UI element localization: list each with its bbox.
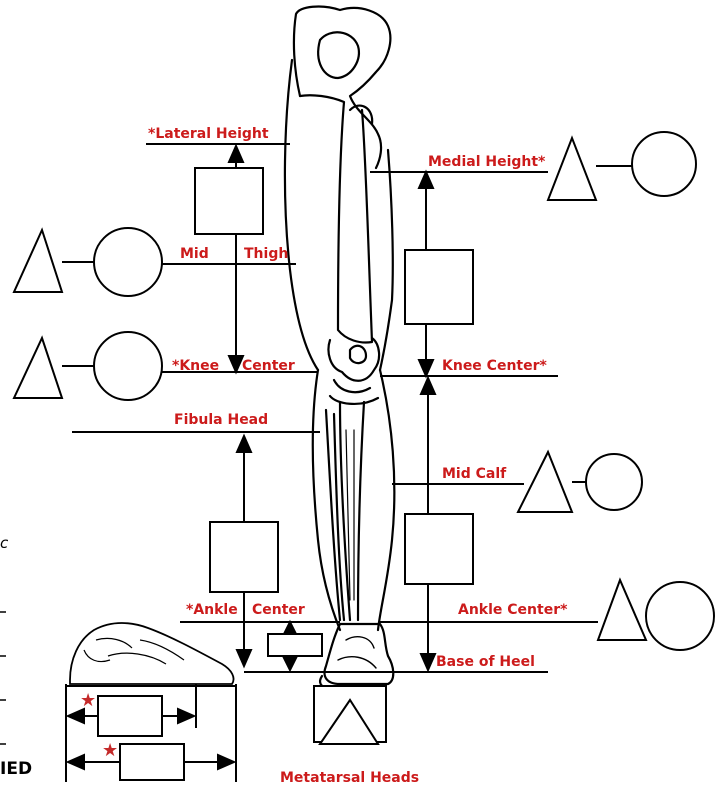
label-fibula-head: Fibula Head bbox=[174, 412, 268, 428]
medial-thigh-box bbox=[405, 250, 473, 324]
label-ankle-center-medial: Ankle Center* bbox=[458, 602, 568, 618]
label-knee-center-lateral: *Knee bbox=[172, 358, 219, 374]
arrow-icon bbox=[218, 755, 234, 769]
arrow-icon bbox=[237, 650, 251, 666]
label-mid-calf: Mid Calf bbox=[442, 466, 507, 482]
triangle-icon bbox=[14, 338, 62, 398]
label-knee-center-lateral-2: Center bbox=[242, 358, 295, 374]
label-mid-thigh-right: Thigh bbox=[244, 246, 288, 262]
label-medial-height: Medial Height* bbox=[428, 154, 546, 170]
circle-icon bbox=[586, 454, 642, 510]
arrow-icon bbox=[229, 356, 243, 372]
lateral-shank-box bbox=[210, 522, 278, 592]
arrow-icon bbox=[284, 658, 296, 670]
foot-length-box bbox=[98, 696, 162, 736]
circle-icon bbox=[632, 132, 696, 196]
circle-icon bbox=[94, 332, 162, 400]
femur-head bbox=[318, 32, 359, 78]
femur-outline bbox=[300, 95, 372, 342]
label-metatarsal-heads: Metatarsal Heads bbox=[280, 770, 419, 786]
label-knee-center-medial: Knee Center* bbox=[442, 358, 548, 374]
arrow-icon bbox=[284, 622, 296, 634]
circle-icon bbox=[94, 228, 162, 296]
triangle-icon bbox=[598, 580, 646, 640]
foot-boxes bbox=[98, 696, 184, 780]
triangle-icon bbox=[548, 138, 596, 200]
label-lateral-height: *Lateral Height bbox=[148, 126, 269, 142]
medial-shank-box bbox=[405, 514, 473, 584]
star-icon: ★ bbox=[102, 740, 118, 761]
arrow-icon bbox=[419, 172, 433, 188]
arrow-icon bbox=[237, 436, 251, 452]
foot-bones bbox=[325, 624, 394, 684]
arrow-icon bbox=[68, 755, 84, 769]
triangle-icon bbox=[518, 452, 572, 512]
arrow-icon bbox=[229, 146, 243, 162]
leg-illustration bbox=[285, 7, 394, 688]
label-mid-thigh-left: Mid bbox=[180, 246, 209, 262]
foot-total-box bbox=[120, 744, 184, 780]
label-ankle-center-lateral-2: Center bbox=[252, 602, 305, 618]
tibia bbox=[340, 402, 364, 620]
knee-joint bbox=[329, 338, 380, 404]
symbol-pairs bbox=[14, 132, 714, 744]
ankle-box bbox=[268, 634, 322, 656]
arrow-icon bbox=[178, 709, 194, 723]
edge-fragments: c IED bbox=[0, 534, 32, 779]
star-icon: ★ bbox=[80, 690, 96, 711]
edge-text-top: c bbox=[0, 534, 9, 552]
triangle-icon bbox=[14, 230, 62, 292]
lateral-thigh-box bbox=[195, 168, 263, 234]
arrow-icon bbox=[421, 378, 435, 394]
arrow-icon bbox=[421, 654, 435, 670]
label-base-of-heel: Base of Heel bbox=[436, 654, 535, 670]
edge-text-bottom: IED bbox=[0, 759, 32, 779]
arrow-icon bbox=[419, 360, 433, 376]
arrow-icon bbox=[68, 709, 84, 723]
circle-icon bbox=[646, 582, 714, 650]
label-ankle-center-lateral: *Ankle bbox=[186, 602, 238, 618]
